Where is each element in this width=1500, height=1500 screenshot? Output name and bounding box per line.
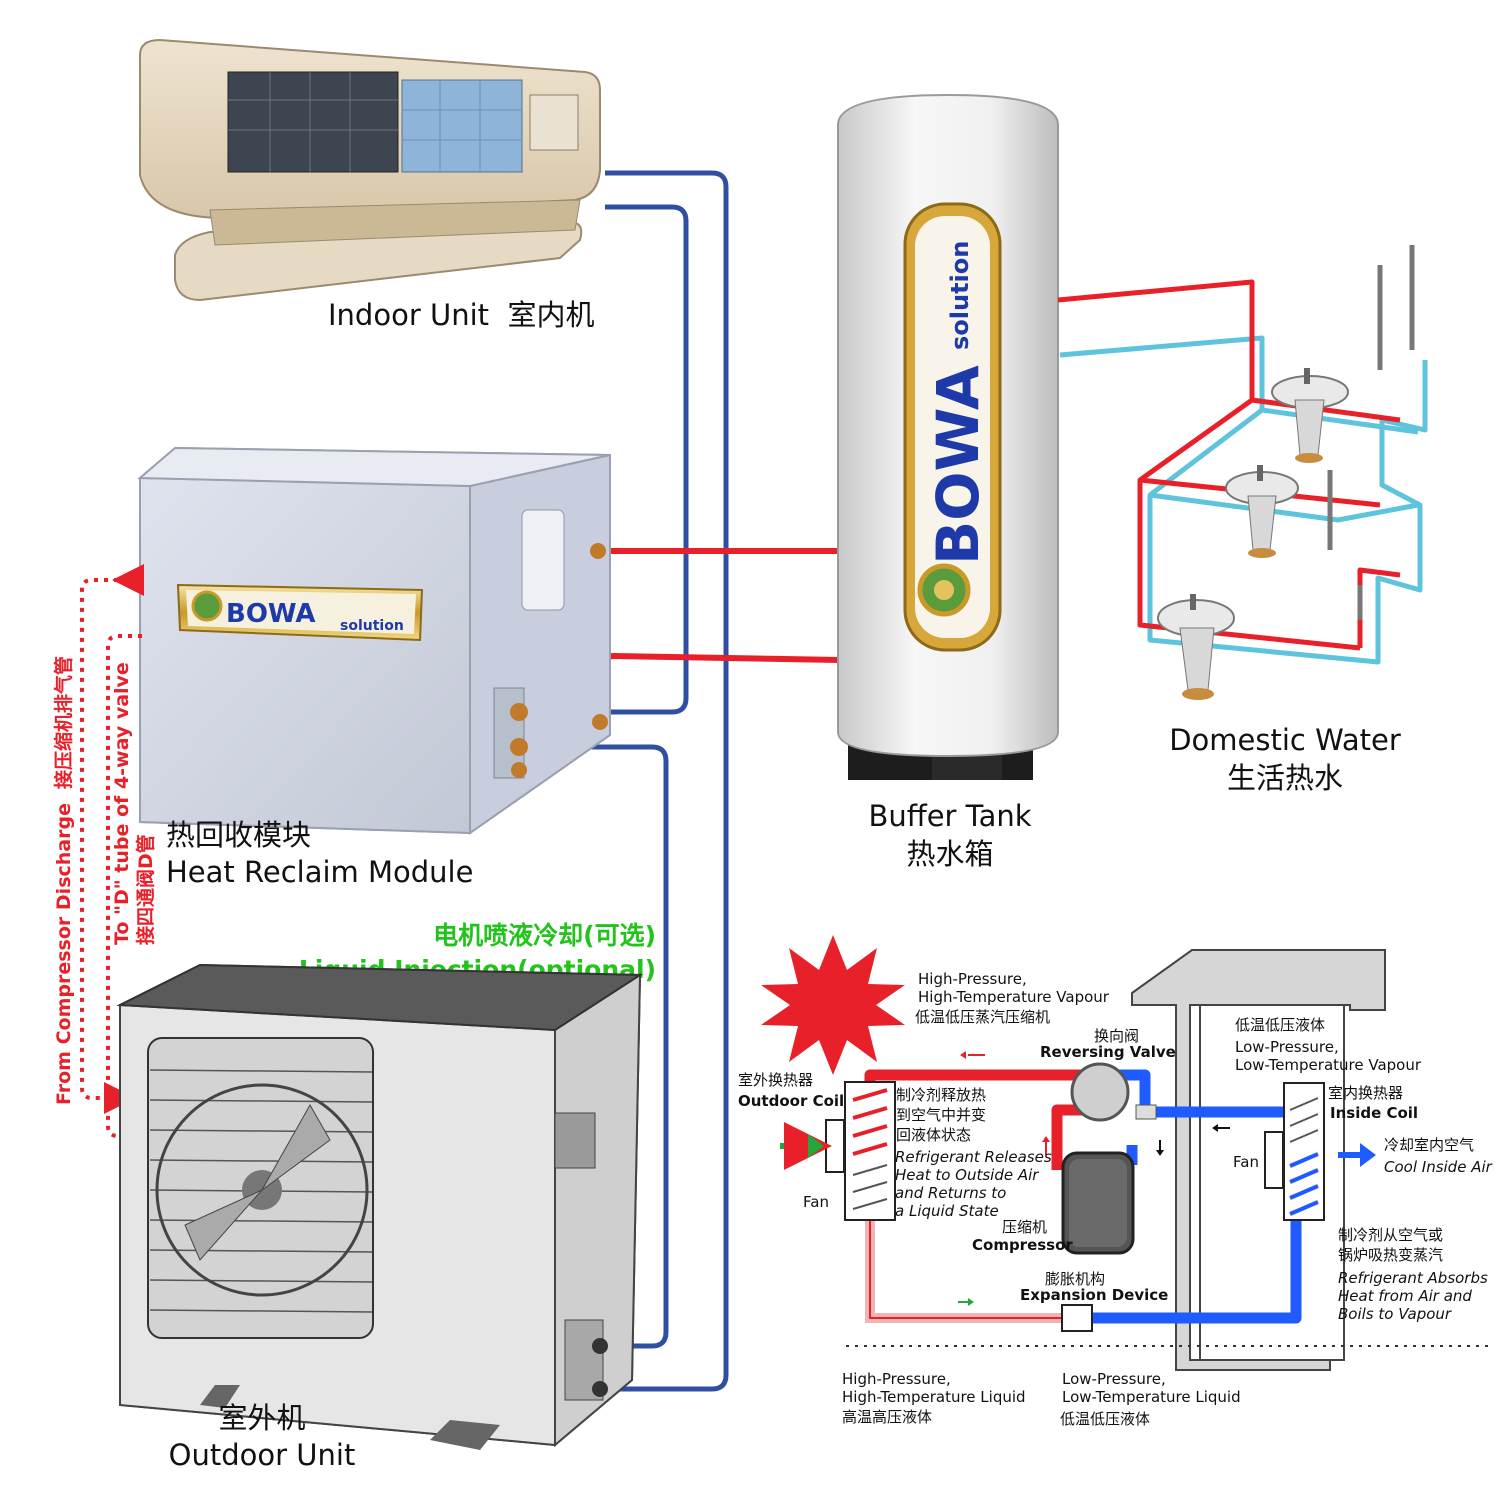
- sun-icon: [761, 935, 905, 1075]
- basin-3: [1157, 594, 1235, 700]
- outdoor-fan-icon: [155, 1083, 369, 1297]
- indoor-unit: [139, 38, 601, 302]
- absorb-en-2: Heat from Air and: [1338, 1287, 1472, 1305]
- cool-inside-en: Cool Inside Air: [1384, 1158, 1493, 1176]
- outdoor-unit-label-cn: 室外机: [218, 1401, 305, 1435]
- compressor-note-vertical: From Compressor Discharge接压缩机排气管 To "D" …: [52, 656, 157, 1105]
- inside-coil-cn: 室内换热器: [1328, 1084, 1403, 1102]
- module-fittings: [493, 543, 608, 779]
- refrigeration-cycle: High-Pressure, High-Temperature Vapour 低…: [738, 935, 1493, 1428]
- absorb-en-1: Refrigerant Absorbs: [1338, 1269, 1488, 1287]
- release-en-1: Refrigerant Releases: [895, 1148, 1052, 1166]
- release-en-3: and Returns to: [895, 1184, 1006, 1202]
- absorb-cn-1: 制冷剂从空气或: [1338, 1226, 1443, 1244]
- buffer-tank: BOWA solution: [837, 93, 1059, 780]
- domestic-water-label-en: Domestic Water: [1169, 723, 1401, 757]
- buffer-tank-label-cn: 热水箱: [906, 837, 993, 871]
- outdoor-unit-label-en: Outdoor Unit: [169, 1438, 356, 1472]
- heat-reclaim-module: BOWA solution: [137, 446, 611, 835]
- module-handle: [521, 509, 565, 611]
- absorb-cn-2: 锅炉吸热变蒸汽: [1338, 1246, 1443, 1264]
- cool-inside-cn: 冷却室内空气: [1384, 1136, 1474, 1154]
- module-brand-name: BOWA: [226, 599, 316, 629]
- shower-fixtures: [1327, 245, 1415, 620]
- domestic-water-network: [1057, 279, 1428, 665]
- inside-coil-en: Inside Coil: [1330, 1104, 1418, 1122]
- basin-2: [1225, 465, 1299, 558]
- lp-liquid-line-1: Low-Pressure,: [1062, 1370, 1166, 1388]
- tank-brand-name: BOWA: [924, 365, 992, 565]
- release-cn-3: 回液体状态: [896, 1126, 971, 1144]
- inside-coil-icon: [1264, 1082, 1376, 1221]
- wash-basins: [1157, 245, 1415, 700]
- hp-vapour-cn: 低温低压蒸汽压缩机: [915, 1008, 1050, 1026]
- lp-vapour-line-1: Low-Pressure,: [1235, 1038, 1339, 1056]
- domestic-water-label-cn: 生活热水: [1227, 761, 1343, 795]
- to-d-tube-label-cn: 接四通阀D管: [134, 834, 157, 945]
- expansion-en: Expansion Device: [1020, 1286, 1168, 1304]
- reversing-valve-cn: 换向阀: [1094, 1027, 1139, 1045]
- expansion-cn: 膨胀机构: [1045, 1270, 1105, 1288]
- release-cn-2: 到空气中并变: [896, 1106, 986, 1124]
- basin-1: [1271, 368, 1349, 463]
- expansion-device-icon: [1061, 1304, 1093, 1332]
- outdoor-coil-icon: [780, 1081, 896, 1221]
- fan-right-icon: [1264, 1131, 1284, 1189]
- fan-left-icon: [825, 1119, 845, 1173]
- refrigerant-pipes: [520, 170, 729, 1392]
- compressor-cn: 压缩机: [1002, 1218, 1047, 1236]
- compressor-pointer-lines: [80, 564, 144, 1138]
- indoor-unit-label: Indoor Unit 室内机: [328, 298, 594, 332]
- hp-vapour-line-1: High-Pressure,: [918, 970, 1027, 988]
- hp-liquid-line-1: High-Pressure,: [842, 1370, 951, 1388]
- pipe-indoor-to-module: [520, 204, 689, 715]
- lp-vapour-cn: 低温低压液体: [1235, 1016, 1325, 1034]
- outdoor-coil-en: Outdoor Coil: [738, 1092, 844, 1110]
- buffer-tank-label-en: Buffer Tank: [868, 799, 1031, 833]
- bowa-logo-icon: [191, 590, 223, 622]
- outdoor-unit: [116, 963, 644, 1450]
- lp-vapour-line-2: Low-Temperature Vapour: [1235, 1056, 1422, 1074]
- from-compressor-label: From Compressor Discharge接压缩机排气管: [52, 656, 75, 1105]
- to-d-tube-label-en: To "D" tube of 4-way valve: [111, 662, 133, 945]
- hp-vapour-line-2: High-Temperature Vapour: [918, 988, 1110, 1006]
- pipe-module-to-outdoor: [520, 744, 669, 1349]
- pipe-indoor-to-outdoor: [600, 170, 729, 1392]
- liquid-injection-label-cn: 电机喷液冷却(可选): [433, 921, 656, 950]
- release-cn-1: 制冷剂释放热: [896, 1086, 986, 1104]
- fan-left-label: Fan: [803, 1193, 829, 1211]
- module-brand-tagline: solution: [340, 618, 404, 634]
- flow-arrows: [958, 1051, 1230, 1306]
- lp-liquid-cn: 低温低压液体: [1060, 1410, 1150, 1428]
- absorb-en-3: Boils to Vapour: [1338, 1305, 1452, 1323]
- heat-reclaim-label-cn: 热回收模块: [166, 818, 311, 852]
- outdoor-coil-cn: 室外换热器: [738, 1071, 813, 1089]
- reversing-valve-icon: [1070, 1062, 1130, 1122]
- house-outline: [1131, 949, 1386, 1371]
- hp-liquid-line-2: High-Temperature Liquid: [842, 1388, 1026, 1406]
- compressor-en: Compressor: [972, 1236, 1073, 1254]
- lp-liquid-line-2: Low-Temperature Liquid: [1062, 1388, 1241, 1406]
- module-brand-plate: BOWA solution: [176, 583, 424, 642]
- release-en-4: a Liquid State: [895, 1202, 999, 1220]
- release-en-2: Heat to Outside Air: [895, 1166, 1039, 1184]
- hot-water-pipes: [598, 548, 841, 722]
- tank-brand-tagline: solution: [946, 241, 974, 350]
- reversing-valve-en: Reversing Valve: [1040, 1043, 1176, 1061]
- heat-reclaim-label-en: Heat Reclaim Module: [166, 855, 473, 889]
- hp-liquid-cn: 高温高压液体: [842, 1408, 932, 1426]
- fan-right-label: Fan: [1233, 1153, 1259, 1171]
